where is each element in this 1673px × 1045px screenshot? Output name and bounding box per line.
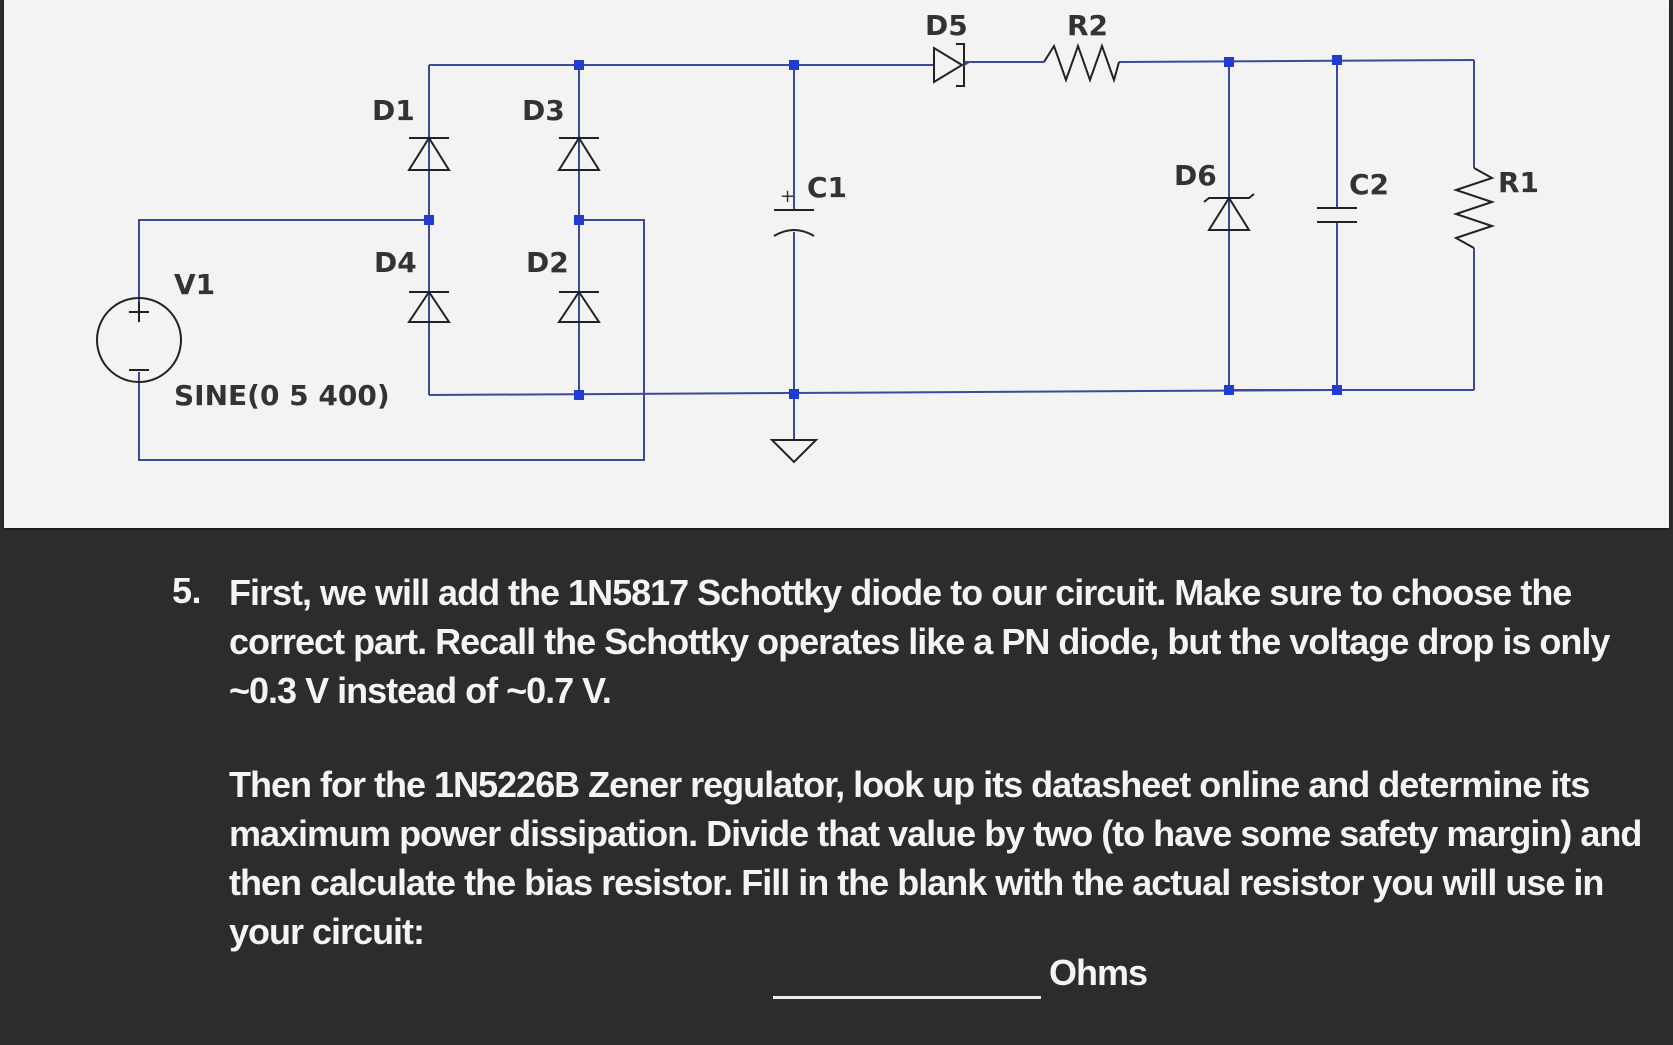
schematic-panel: + — [4, 0, 1669, 528]
junction-dots — [424, 55, 1342, 400]
label-d1: D1 — [372, 94, 415, 127]
label-d2: D2 — [526, 246, 569, 279]
diode-d4-symbol — [407, 290, 451, 323]
label-d5: D5 — [925, 9, 968, 42]
resistor-r2-symbol — [1043, 42, 1120, 84]
wire-right-top-rail — [1118, 59, 1475, 63]
ground-symbol — [769, 439, 819, 464]
diode-d1-symbol — [407, 136, 451, 171]
label-d4: D4 — [374, 246, 417, 279]
label-c2: C2 — [1349, 168, 1389, 201]
answer-unit-label: Ohms — [1049, 952, 1148, 993]
c1-polarity-mark: + — [780, 186, 795, 207]
capacitor-c2-symbol — [1317, 207, 1357, 223]
label-v1-value: SINE(0 5 400) — [174, 379, 390, 412]
voltage-source-v1-symbol — [96, 297, 182, 383]
circuit-schematic: + — [96, 9, 1539, 464]
question-number: 5. — [172, 570, 202, 611]
label-d3: D3 — [522, 94, 565, 127]
label-d6: D6 — [1174, 159, 1217, 192]
capacitor-c1-symbol — [773, 209, 815, 237]
diode-d6-zener-symbol — [1203, 193, 1255, 231]
question-panel: 5. First, we will add the 1N5817 Schottk… — [0, 530, 1673, 1045]
diode-d5-schottky-symbol — [924, 43, 970, 87]
label-r1: R1 — [1498, 166, 1539, 199]
resistor-r1-symbol — [1452, 167, 1496, 249]
question-paragraph-2: Then for the 1N5226B Zener regulator, lo… — [229, 764, 1642, 952]
label-r2: R2 — [1067, 9, 1108, 42]
wire-v1-bottom — [138, 219, 645, 461]
question-paragraph-1: First, we will add the 1N5817 Schottky d… — [229, 572, 1610, 711]
label-v1: V1 — [174, 268, 215, 301]
diode-d2-symbol — [557, 290, 601, 323]
wire-v1-top — [138, 219, 429, 308]
answer-row: Ohms — [773, 952, 1373, 1002]
wire-bottom-rail — [428, 389, 1335, 396]
answer-blank-line[interactable] — [773, 996, 1041, 999]
diode-d3-symbol — [557, 136, 601, 171]
label-c1: C1 — [807, 171, 847, 204]
